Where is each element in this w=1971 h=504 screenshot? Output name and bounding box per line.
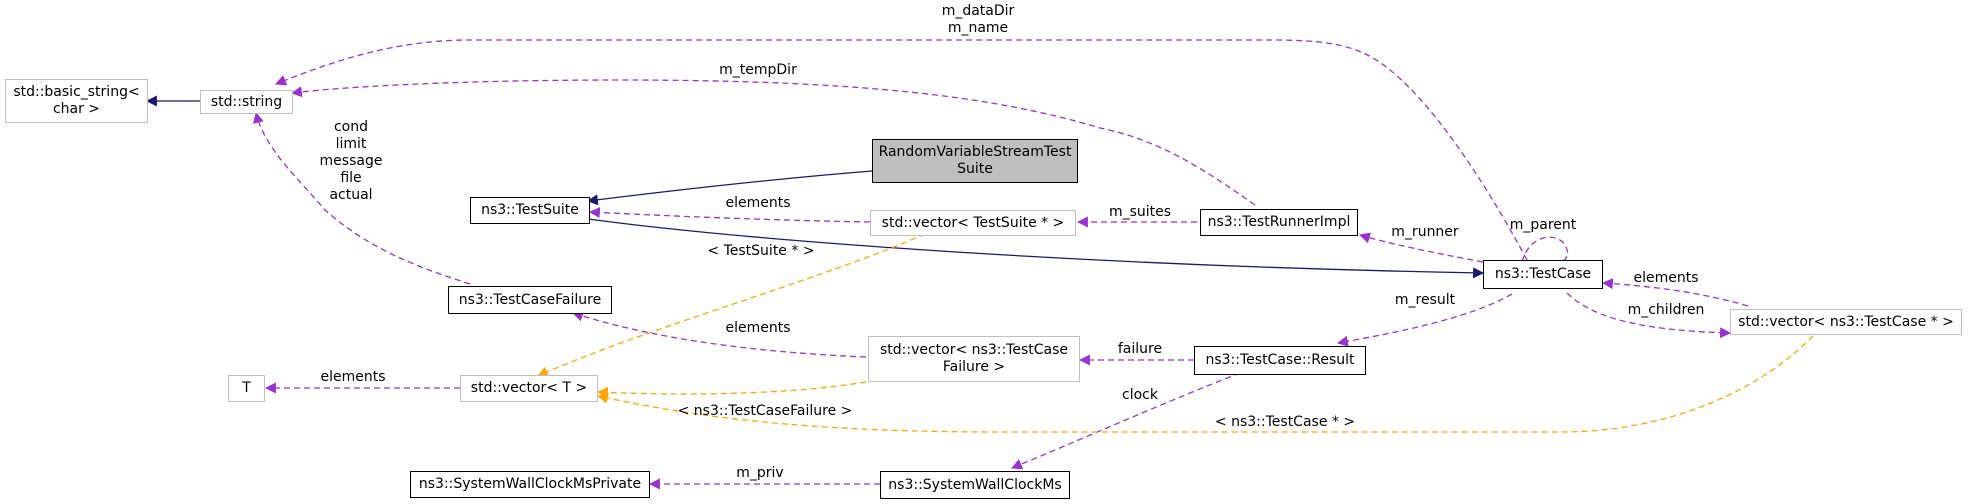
label-t-elements: elements (320, 369, 386, 385)
edge-random-suite-inherits-test-suite (586, 170, 873, 206)
system-wall-clock-node[interactable]: ns3::SystemWallClockMs (880, 471, 1070, 499)
edge-failure-to-string-fields (253, 111, 471, 285)
edge-result-clock (1010, 372, 1241, 470)
label-clock: clock (1122, 387, 1158, 403)
label-m-runner: m_runner (1391, 224, 1459, 240)
label-case-elements: elements (1633, 270, 1699, 286)
label-testsuite-template: < TestSuite * > (707, 243, 815, 259)
edge-template-testcase (596, 335, 1814, 433)
edge-testcase-to-string-datadir-name (274, 39, 1528, 261)
label-m-datadir-name: m_dataDir m_name (941, 3, 1015, 36)
t-node[interactable]: T (228, 375, 265, 402)
label-m-suites: m_suites (1108, 204, 1172, 220)
label-testcasefailure-template: < ns3::TestCaseFailure > (677, 403, 853, 419)
vector-testcase-node[interactable]: std::vector< ns3::TestCase * > (1730, 309, 1962, 335)
label-suite-elements: elements (725, 195, 791, 211)
label-m-result: m_result (1394, 292, 1456, 308)
test-case-result-node[interactable]: ns3::TestCase::Result (1194, 346, 1366, 375)
edge-test-suite-inherits-test-case (587, 218, 1485, 279)
random-variable-stream-test-suite-node: RandomVariableStreamTest Suite (872, 139, 1078, 183)
std-string-node[interactable]: std::string (200, 90, 293, 114)
test-case-failure-node[interactable]: ns3::TestCaseFailure (448, 286, 612, 314)
label-m-tempdir: m_tempDir (719, 62, 797, 78)
edge-testcase-m-runner (1358, 232, 1484, 263)
test-case-node[interactable]: ns3::TestCase (1483, 260, 1603, 289)
label-failure: failure (1117, 341, 1163, 357)
test-runner-impl-node[interactable]: ns3::TestRunnerImpl (1200, 209, 1358, 236)
test-suite-node[interactable]: ns3::TestSuite (470, 197, 590, 224)
label-failure-elements: elements (725, 320, 791, 336)
basic-string-node[interactable]: std::basic_string< char > (5, 79, 148, 123)
edge-testcase-m-children (1566, 292, 1732, 339)
edge-runner-to-string-tempdir (290, 79, 1256, 206)
edge-vector-suite-elements (588, 207, 871, 223)
label-failure-fields: cond limit message file actual (319, 119, 383, 203)
system-wall-clock-private-node[interactable]: ns3::SystemWallClockMsPrivate (410, 471, 650, 498)
edge-template-testcasefailure (596, 379, 877, 398)
label-testcase-template: < ns3::TestCase * > (1214, 414, 1356, 430)
label-m-parent: m_parent (1509, 217, 1577, 233)
vector-failure-node[interactable]: std::vector< ns3::TestCase Failure > (868, 336, 1080, 382)
edge-vector-case-elements (1601, 278, 1749, 307)
vector-testsuite-node[interactable]: std::vector< TestSuite * > (870, 210, 1076, 236)
label-m-priv: m_priv (736, 465, 784, 481)
vector-t-node[interactable]: std::vector< T > (460, 375, 598, 402)
edge-testcase-m-result (1336, 293, 1513, 347)
edge-vector-failure-elements (571, 310, 867, 358)
label-m-children: m_children (1627, 302, 1705, 318)
edge-template-testsuite (536, 233, 926, 377)
